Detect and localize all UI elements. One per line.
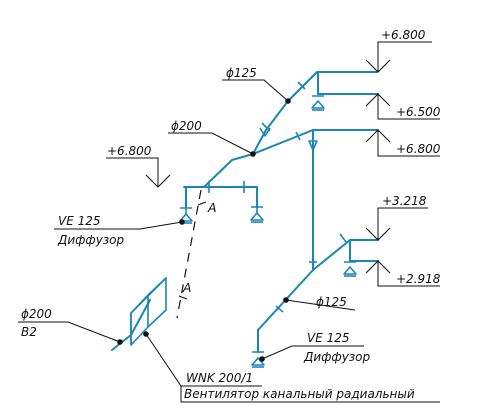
leader-diffuser-left: VE 125 Диффузор: [54, 214, 185, 247]
level-upper-right-text: +6.500: [396, 105, 441, 119]
level-mark-right-2918: +2.918: [365, 260, 441, 287]
leader-diffuser-bottom: VE 125 Диффузор: [259, 331, 371, 364]
section-line-a: А А: [176, 189, 217, 319]
diffuser-left-name: Диффузор: [57, 233, 125, 247]
diffuser-right-lower-icon: [343, 261, 357, 277]
level-top-right-text: +6.800: [381, 28, 426, 42]
leader-fan: WNK 200/1 Вентилятор канальный радиальны…: [143, 331, 440, 403]
duct-main-diagonal: [203, 153, 254, 188]
dia-lower-text: ϕ125: [316, 295, 347, 309]
level-right-2918-text: +2.918: [396, 272, 441, 286]
b2-text: B2: [21, 325, 37, 339]
diffuser-left-model: VE 125: [58, 214, 101, 228]
fan-wnk-symbol: [130, 277, 167, 346]
diffuser-top-icon: [311, 95, 325, 111]
diffuser-bottom-model: VE 125: [307, 331, 350, 345]
section-a-lower: А: [182, 280, 192, 295]
duct-network: [111, 71, 379, 353]
leader-dia-left: ϕ200 B2: [18, 307, 123, 345]
section-dash: [176, 189, 202, 319]
duct-main-upper: [252, 129, 379, 155]
dia-left-text: ϕ200: [21, 307, 52, 321]
level-mark-upper-right: +6.500: [365, 93, 441, 120]
duct-tick-marks: [208, 81, 347, 313]
leader-dia-lower: ϕ125: [283, 295, 356, 311]
level-mid-right-text: +6.800: [396, 142, 441, 156]
leader-dia-main: ϕ200: [168, 119, 256, 157]
level-left-text: +6.800: [107, 144, 152, 158]
section-a-upper: А: [207, 200, 217, 215]
dia-main-text: ϕ200: [171, 119, 202, 133]
fan-name-text: Вентилятор канальный радиальный: [184, 387, 415, 401]
damper-upper-branch-icon: [259, 122, 271, 137]
level-right-3218-text: +3.218: [382, 194, 427, 208]
diffuser-bottom-name: Диффузор: [303, 350, 371, 364]
fan-model-text: WNK 200/1: [186, 371, 253, 385]
level-mark-top-right: +6.800: [365, 28, 432, 73]
valve-riser-icon: [308, 140, 318, 151]
duct-right-lower-diffuser: [349, 239, 379, 262]
level-mark-left: +6.800: [106, 144, 171, 188]
diffuser-symbols: [179, 95, 357, 368]
level-mark-mid-right: +6.800: [365, 129, 441, 157]
diffuser-left-branch-icon: [250, 206, 264, 223]
dia-top-text: ϕ125: [226, 66, 257, 80]
duct-top-diffuser-drop: [317, 71, 379, 95]
level-mark-right-3218: +3.218: [365, 194, 428, 241]
leader-dia-top: ϕ125: [222, 66, 291, 104]
